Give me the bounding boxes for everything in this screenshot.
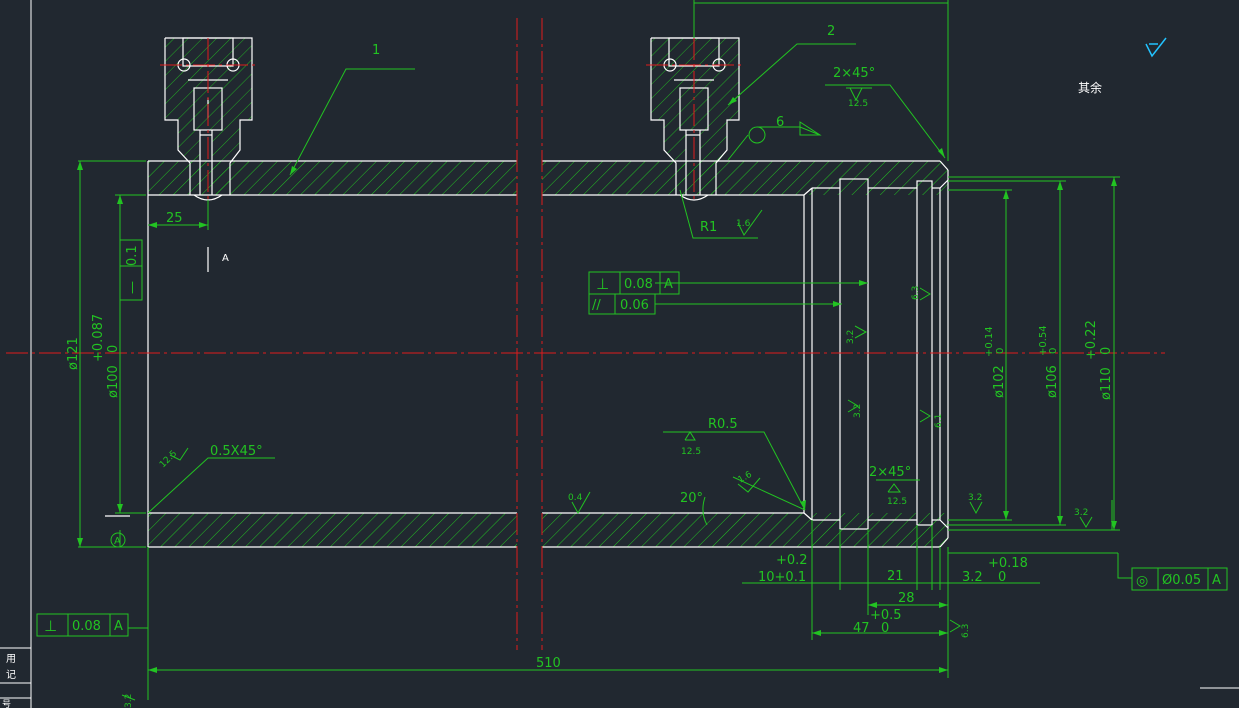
titleblock-cell-2: 记 <box>6 669 16 681</box>
dim-3-2-tol-upper: +0.18 <box>988 556 1028 571</box>
radius-r1: R1 <box>700 220 717 235</box>
dimension-lines <box>78 0 1132 700</box>
weld-symbol <box>799 121 822 136</box>
fcf-concentric-value: Ø0.05 <box>1162 573 1201 588</box>
dim-510: 510 <box>536 656 561 671</box>
fcf-parallel <box>588 293 656 315</box>
chamfer-left: 0.5X45° <box>210 444 263 459</box>
fcf-perp-mid-symbol: ⊥ <box>596 275 609 293</box>
fcf-concentric <box>1131 567 1228 591</box>
radius-r05: R0.5 <box>708 417 738 432</box>
check-icon <box>1145 37 1167 58</box>
fcf-perp-mid-datum: A <box>664 277 673 292</box>
weld-size: 6 <box>776 115 784 130</box>
dim-dia-100-tol-lower: 0 <box>106 345 121 353</box>
dim-dia-110: ø110 <box>1099 367 1114 400</box>
dim-dia-100-tol-upper: +0.087 <box>91 314 106 362</box>
roughness-0-4: 0.4 <box>568 493 583 503</box>
fcf-perp-mid-value: 0.08 <box>624 277 653 292</box>
fcf-perp-left-value: 0.08 <box>72 619 101 634</box>
part-outline <box>147 160 949 548</box>
fcf-perp-left-datum: A <box>114 619 123 634</box>
roughness-12-5-chamfer: 12.5 <box>887 497 907 507</box>
dim-10-tol-upper: +0.2 <box>776 553 808 568</box>
dim-25: 25 <box>166 211 183 226</box>
titleblock-cell-3: 号 <box>2 699 11 708</box>
fcf-parallel-symbol: // <box>592 298 601 313</box>
fcf-straight-symbol: — <box>125 281 140 294</box>
dim-47-tol-lower: 0 <box>881 621 889 636</box>
fcf-straightness <box>119 239 143 301</box>
datum-circle-a: A <box>114 536 121 547</box>
dim-47: 47 <box>853 621 870 636</box>
angle-20: 20° <box>680 491 703 506</box>
balloon-2: 2 <box>827 24 835 39</box>
dim-dia-102-tol-lower: 0 <box>995 348 1006 354</box>
roughness-1-6-top: 1.6 <box>736 219 751 229</box>
datum-section-a: A <box>222 253 229 264</box>
roughness-6-3-groove: 6.3 <box>911 286 921 300</box>
roughness-top-12-5: 12.5 <box>848 99 868 109</box>
dim-dia-102: ø102 <box>992 365 1007 398</box>
roughness-3-2-groove-2: 3.2 <box>853 404 863 418</box>
center-lines <box>6 18 1165 650</box>
dim-dia-121: ø121 <box>66 337 81 370</box>
dim-28: 28 <box>898 591 915 606</box>
dim-47-tol-upper: +0.5 <box>870 608 902 623</box>
dim-dia-100: ø100 <box>106 365 121 398</box>
titleblock-cell-1: 用 <box>6 654 16 665</box>
fcf-concentric-datum: A <box>1212 573 1221 588</box>
dim-dia-106: ø106 <box>1045 365 1060 398</box>
dim-dia-106-tol-upper: +0.54 <box>1038 325 1049 356</box>
roughness-3-2-b: 3.2 <box>1074 508 1088 518</box>
roughness-6-3-bottom: 6.3 <box>961 624 971 638</box>
dim-3-2: 3.2 <box>962 570 983 585</box>
fcf-perp-left-symbol: ⊥ <box>44 617 57 635</box>
balloon-1: 1 <box>372 43 380 58</box>
dim-3-2-tol-lower: 0 <box>998 570 1006 585</box>
dim-dia-106-tol-lower: 0 <box>1048 348 1059 354</box>
arrowheads <box>77 97 1117 673</box>
fcf-perp-left <box>36 613 129 637</box>
dim-dia-110-tol-upper: +0.22 <box>1084 320 1099 360</box>
fcf-parallel-value: 0.06 <box>620 298 649 313</box>
roughness-3-2-corner: 3.2 <box>124 694 134 708</box>
roughness-3-2-groove: 3.2 <box>846 330 856 344</box>
dim-dia-102-tol-upper: +0.14 <box>984 326 995 357</box>
chamfer-top: 2×45° <box>833 66 875 81</box>
roughness-12-5-r05: 12.5 <box>681 447 701 457</box>
fcf-concentric-symbol: ◎ <box>1136 573 1148 589</box>
remaining-note: 其余 <box>1078 80 1102 95</box>
roughness-3-2-a: 3.2 <box>968 493 982 503</box>
dim-dia-110-tol-lower: 0 <box>1099 347 1114 355</box>
roughness-symbols <box>121 87 1113 701</box>
fcf-straight-value: 0.1 <box>125 245 140 266</box>
roughness-6-1: 6.1 <box>934 414 944 428</box>
dim-10: 10+0.1 <box>758 570 806 585</box>
chamfer-mid: 2×45° <box>869 465 911 480</box>
dim-21: 21 <box>887 569 904 584</box>
